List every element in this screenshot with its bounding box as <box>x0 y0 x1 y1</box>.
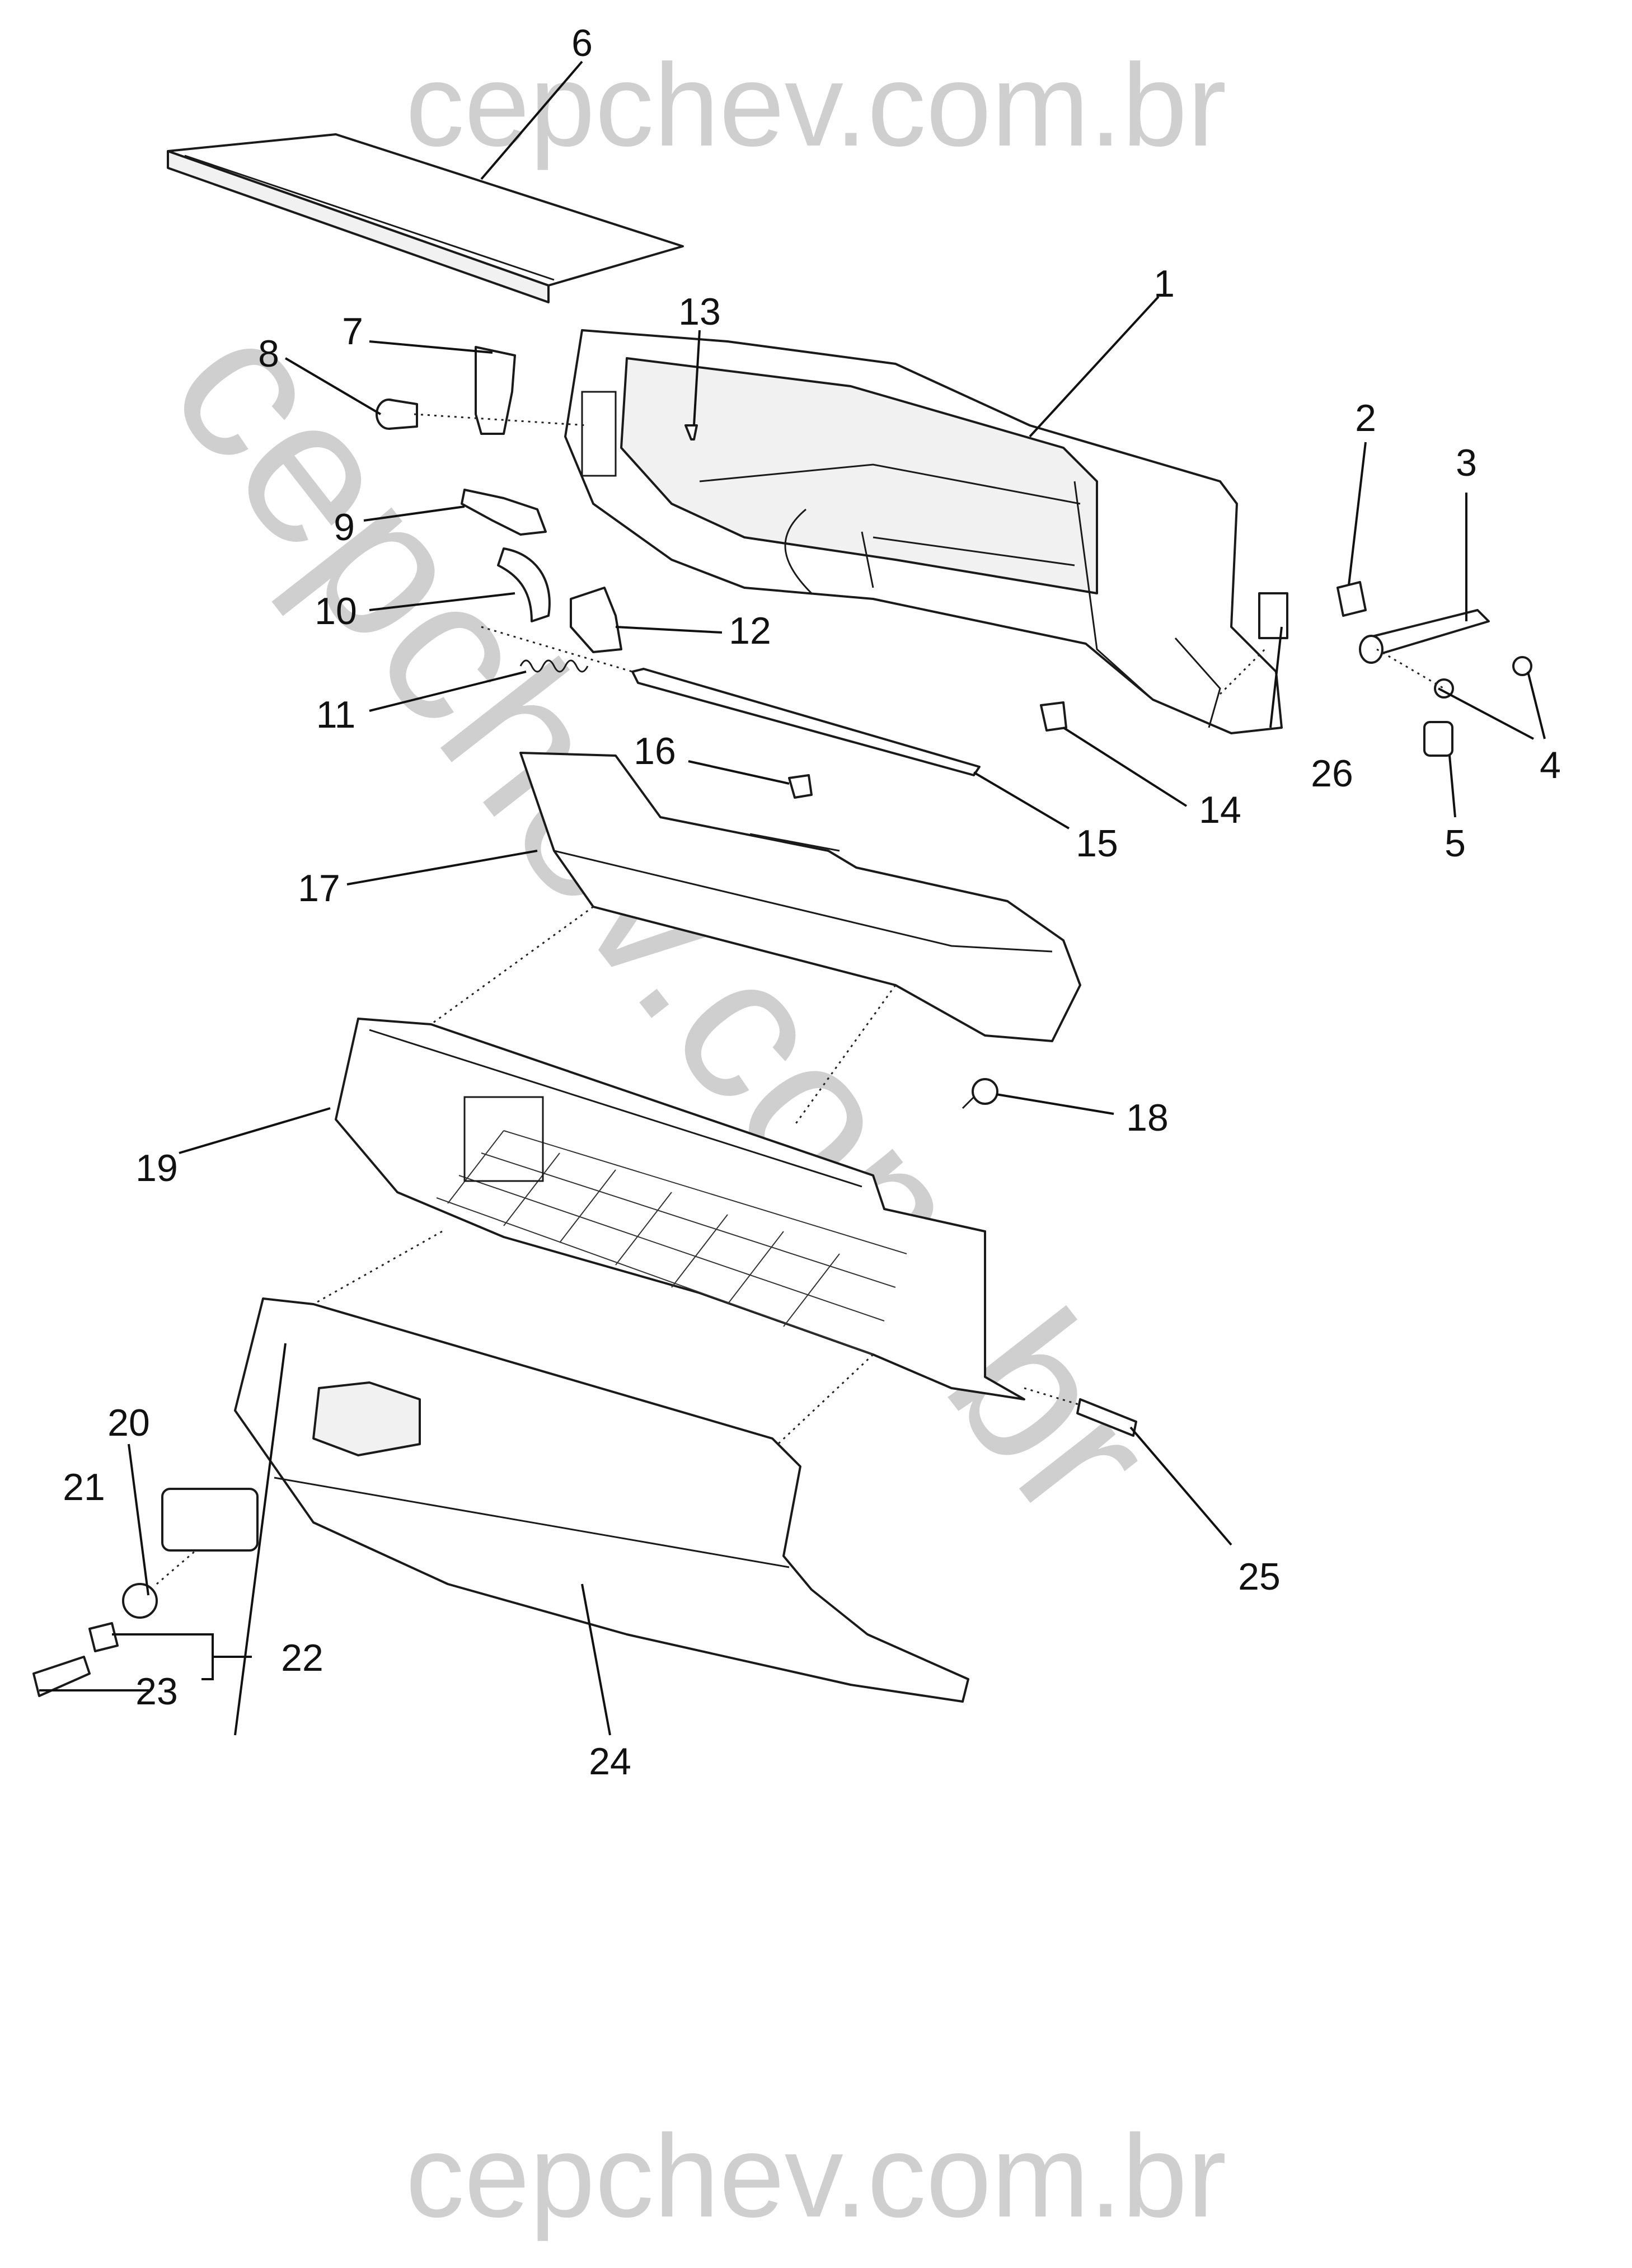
callout-20: 20 <box>107 1402 150 1444</box>
callout-9: 9 <box>334 506 355 549</box>
callout-19: 19 <box>135 1147 178 1189</box>
watermark-bottom: cepchev.com.br <box>406 2110 1227 2242</box>
part-16-clip <box>788 774 813 799</box>
part-25-pin <box>1076 1398 1137 1437</box>
part-3-hinge-pin <box>1359 609 1490 664</box>
part-23-key-insert <box>32 1656 91 1697</box>
part-13-screw <box>684 424 698 441</box>
callout-15: 15 <box>1076 822 1118 865</box>
callouts: 1 2 3 4 5 6 7 8 9 10 11 12 13 14 15 16 1… <box>63 22 1561 1783</box>
part-11-spring <box>519 659 589 673</box>
part-12-clip <box>570 587 622 653</box>
callout-6: 6 <box>571 22 593 64</box>
callout-13: 13 <box>678 290 721 333</box>
part-14-tab <box>1040 701 1067 732</box>
callout-12: 12 <box>729 610 771 652</box>
leader-lines <box>39 60 1546 1736</box>
callout-16: 16 <box>634 730 676 772</box>
part-9-latch <box>461 489 547 536</box>
callout-5: 5 <box>1445 822 1466 865</box>
callout-8: 8 <box>258 332 279 375</box>
callout-2: 2 <box>1355 397 1376 439</box>
part-24-door <box>234 1297 969 1703</box>
part-7-bracket <box>475 346 516 435</box>
callout-22: 22 <box>281 1637 323 1679</box>
part-17-liner <box>519 752 1081 1042</box>
callout-14: 14 <box>1199 789 1241 831</box>
callout-26: 26 <box>1311 752 1353 795</box>
callout-7: 7 <box>342 310 363 353</box>
part-5-nut <box>1423 721 1453 757</box>
part-26-switch <box>1258 592 1288 639</box>
callout-21: 21 <box>63 1466 105 1508</box>
callout-23: 23 <box>135 1670 178 1713</box>
callout-1: 1 <box>1153 263 1175 305</box>
callout-18: 18 <box>1126 1096 1169 1139</box>
callout-24: 24 <box>589 1740 631 1783</box>
callout-10: 10 <box>315 590 357 632</box>
callout-25: 25 <box>1238 1555 1281 1598</box>
part-22-lock-cylinder <box>88 1622 119 1652</box>
assembly-lines <box>156 413 1445 1585</box>
part-4-screws <box>1434 656 1532 699</box>
part-21-lock-nut <box>122 1583 158 1619</box>
callout-4: 4 <box>1540 744 1561 786</box>
part-19-door-frame <box>335 1018 1025 1400</box>
callout-17: 17 <box>298 867 340 910</box>
part-15-rod <box>631 668 981 776</box>
callout-3: 3 <box>1456 442 1477 484</box>
part-18-knob <box>962 1078 998 1109</box>
part-1-housing <box>564 329 1283 734</box>
part-10-hook <box>497 547 551 622</box>
part-8-bushing <box>376 399 418 430</box>
watermark-top: cepchev.com.br <box>406 39 1227 171</box>
part-2-clip <box>1336 581 1367 617</box>
callout-11: 11 <box>316 693 356 736</box>
part-6-shelf <box>167 133 684 303</box>
part-20-lock-housing <box>161 1488 259 1552</box>
